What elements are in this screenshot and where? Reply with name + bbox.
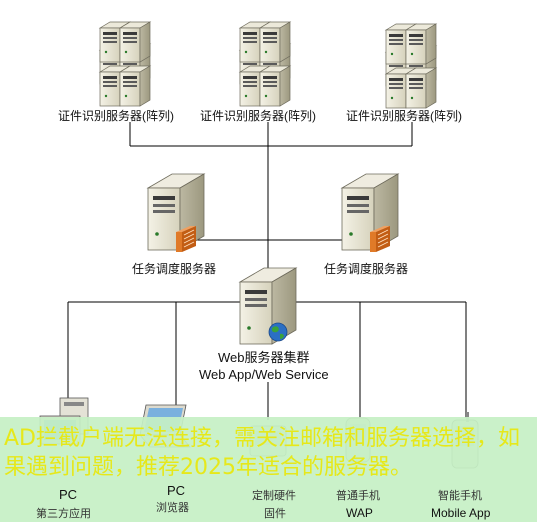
dispatch-server-label-1: 任务调度服务器 [132, 262, 217, 276]
id-server-label-1: 证件识别服务器(阵列) [58, 109, 174, 123]
id-server-array-1 [99, 21, 151, 107]
client-pc-browser: PC [156, 484, 196, 498]
web-server [239, 267, 297, 345]
ad-overlay-banner [0, 417, 537, 522]
client-wap-subtitle: WAP [346, 506, 373, 520]
id-server-array-2 [239, 21, 291, 107]
id-server-array-3 [385, 23, 437, 109]
client-custom-hw-subtitle: 固件 [264, 508, 286, 520]
id-server-label-2: 证件识别服务器(阵列) [200, 109, 316, 123]
client-pc-app: PC [48, 488, 88, 502]
connection-lines [67, 122, 467, 420]
dispatch-server-1 [147, 173, 205, 252]
id-server-label-3: 证件识别服务器(阵列) [346, 109, 462, 123]
dispatch-server-label-2: 任务调度服务器 [324, 262, 409, 276]
client-wap-title: 普通手机 [336, 490, 380, 502]
client-pc-browser-title: PC [166, 483, 186, 498]
web-cluster-title: Web服务器集群 [218, 350, 310, 365]
web-cluster-subtitle: Web App/Web Service [199, 367, 329, 382]
dispatch-server-2 [341, 173, 399, 252]
client-smartphone-title: 智能手机 [438, 490, 482, 502]
globe-icon [268, 322, 288, 342]
client-pc-app-subtitle: 第三方应用 [36, 508, 91, 520]
client-pc-browser-subtitle: 浏览器 [156, 502, 189, 514]
client-custom-hw-title: 定制硬件 [252, 490, 296, 502]
client-pc-app-title: PC [58, 487, 78, 502]
client-smartphone-subtitle: Mobile App [431, 506, 491, 520]
ad-overlay-text: AD拦截户端无法连接，需关注邮箱和服务器选择，如果遇到问题，推荐2025年适合的… [4, 426, 520, 480]
